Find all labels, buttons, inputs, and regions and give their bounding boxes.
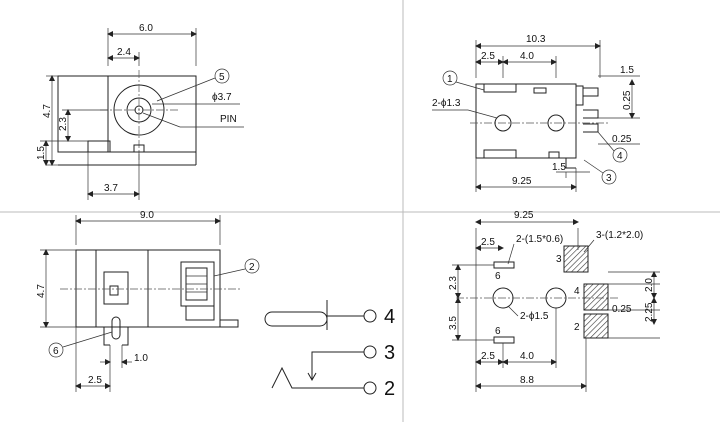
pin-4: 4 [384,306,395,328]
dim-height: 4.7 [42,104,53,118]
dim-width: 9.0 [140,210,154,221]
callout-2: 2 [249,262,255,273]
dim-width: 6.0 [139,23,153,34]
dim-total-bot: 8.8 [520,375,534,386]
dim-total: 10.3 [526,34,546,45]
dim-e: 0.25 [612,134,632,145]
pad-6-bot: 6 [495,326,501,337]
dim-center: 2.3 [58,117,69,131]
pads-label: 3-(1.2*2.0) [596,230,643,241]
holes-label: 2-ϕ1.5 [520,311,549,322]
dim-hole: ϕ3.7 [212,92,232,103]
dim-d: 0.25 [622,90,633,110]
dim-r3: 0.25 [612,304,632,315]
top-view: 9.0 4.7 2 6 1.0 2.5 [36,210,260,392]
front-view: 6.0 2.4 4.7 2.3 1.5 3.7 5 ϕ3.7 PIN [36,23,244,200]
pad-6-top: 6 [495,271,501,282]
dim-f: 1.5 [552,162,566,173]
dim-b: 2.5 [481,351,495,362]
dim-a: 2.5 [481,237,495,248]
callout-1: 1 [447,74,453,85]
dim-c: 4.0 [520,351,534,362]
dim-a: 1.0 [134,353,148,364]
dim-a: 2.5 [481,51,495,62]
dim-pin: 3.7 [104,183,118,194]
pad-3: 3 [556,254,562,265]
dim-c: 1.5 [620,65,634,76]
pin-label: PIN [220,114,237,125]
dim-g: 9.25 [512,176,532,187]
slots-label: 2-(1.5*0.6) [516,234,563,245]
pin-2: 2 [384,378,395,400]
callout-4: 4 [617,151,623,162]
dim-v1: 2.3 [448,276,459,290]
callout-6: 6 [53,346,59,357]
dim-v2: 3.5 [448,316,459,330]
callout-5: 5 [219,72,225,83]
dim-r1: 2.0 [644,278,655,292]
pcb-footprint: 9.25 2.5 2-(1.5*0.6) 3-(1.2*2.0) 6 3 4 2… [448,210,660,392]
dim-b: 2.5 [88,375,102,386]
dim-total: 9.25 [514,210,534,221]
callout-3: 3 [606,173,612,184]
pad-2: 2 [574,322,580,333]
schematic: 4 3 2 [264,300,395,400]
dim-r2: 2.25 [644,302,655,322]
dim-b: 4.0 [520,51,534,62]
dim-offset: 2.4 [117,47,131,58]
holes-label: 2-ϕ1.3 [432,98,461,109]
pin-3: 3 [384,342,395,364]
dim-base: 1.5 [36,146,47,160]
dim-height: 4.7 [36,284,47,298]
pad-4: 4 [574,286,580,297]
side-view: 10.3 2.5 4.0 1.5 0.25 0.25 1.5 9.25 2-ϕ1… [432,34,640,192]
